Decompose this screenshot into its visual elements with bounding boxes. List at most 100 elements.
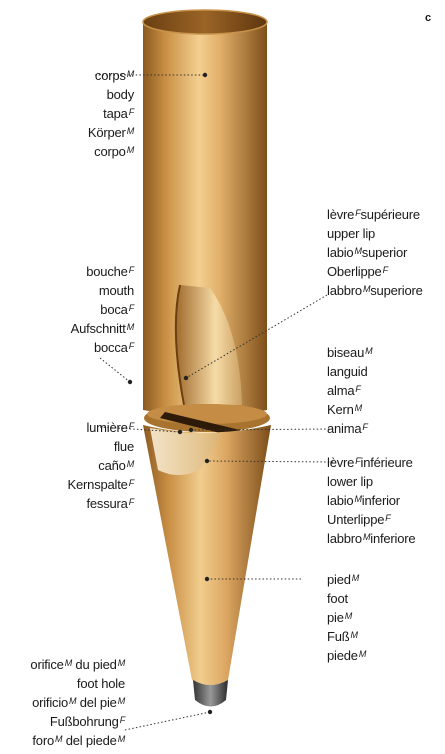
term-text: orificio [32,695,68,710]
term-text: labbro [327,531,362,546]
label-upper-lip-line: OberlippeF [327,262,423,281]
gender-marker: M [118,658,125,668]
term-text: Kernspalte [68,477,128,492]
term-text: bocca [94,340,128,355]
term-tail: del pie [76,695,116,710]
label-languid-line: biseauM [327,343,372,362]
term-text: labio [327,493,353,508]
label-upper-lip-line: labioMsuperior [327,243,423,262]
term-text: pied [327,572,351,587]
label-body-line: body [88,85,134,104]
label-foot-line: piedeM [327,646,366,665]
figure-panel-letter: c [425,12,431,24]
label-lower-lip-line: labbroMinferiore [327,529,415,548]
term-text: upper lip [327,226,375,241]
label-foot-hole-line: orificeM du piedM [30,655,125,674]
label-body-line: tapaF [88,104,134,123]
gender-marker: M [354,246,361,256]
gender-marker: F [129,497,134,507]
term-text: lumière [86,420,127,435]
gender-marker: F [355,384,360,394]
gender-marker: F [129,341,134,351]
gender-marker: F [362,422,367,432]
gender-marker: M [352,573,359,583]
label-flue-line: cañoM [68,456,134,475]
label-languid-line: almaF [327,381,372,400]
label-group-mouth: boucheFmouthbocaFAufschnittMboccaF [71,262,134,357]
term-text: Körper [88,125,126,140]
label-foot-line: piedM [327,570,366,589]
gender-marker: F [129,421,134,431]
term-tail: del piede [62,733,116,748]
gender-marker: M [345,611,352,621]
term-text: Kern [327,402,354,417]
term-text: bouche [86,264,127,279]
term-text: lèvre [327,207,354,222]
gender-marker: M [351,630,358,640]
term-text: foot hole [77,676,125,691]
label-flue-line: KernspalteF [68,475,134,494]
term-tail: superiore [370,283,422,298]
label-mouth-line: boucheF [71,262,134,281]
label-mouth-line: boccaF [71,338,134,357]
term-text: foot [327,591,348,606]
term-text: lèvre [327,455,354,470]
term-text: Aufschnitt [71,321,126,336]
term-text: piede [327,648,358,663]
term-text: labbro [327,283,362,298]
label-foot-hole-line: FußbohrungF [30,712,125,731]
gender-marker: F [355,208,360,218]
label-flue-line: fessuraF [68,494,134,513]
gender-marker: M [118,696,125,706]
term-text: flue [114,439,134,454]
label-lower-lip-line: lower lip [327,472,415,491]
term-text: foro [32,733,54,748]
gender-marker: M [365,346,372,356]
label-foot-hole-line: orificioM del pieM [30,693,125,712]
label-flue-line: lumièreF [68,418,134,437]
gender-marker: M [127,69,134,79]
label-foot-line: foot [327,589,366,608]
gender-marker: M [354,494,361,504]
gender-marker: M [127,126,134,136]
term-text: anima [327,421,361,436]
gender-marker: F [385,513,390,523]
label-lower-lip-line: labioMinferior [327,491,415,510]
term-text: orifice [30,657,63,672]
term-text: Fuß [327,629,350,644]
term-text: Oberlippe [327,264,382,279]
gender-marker: F [383,265,388,275]
label-foot-line: pieM [327,608,366,627]
term-tail: inférieure [361,455,413,470]
gender-marker: M [359,649,366,659]
label-languid-line: animaF [327,419,372,438]
gender-marker: F [129,303,134,313]
term-text: corps [95,68,126,83]
label-upper-lip-line: lèvreFsupérieure [327,205,423,224]
term-text: languid [327,364,368,379]
gender-marker: M [127,459,134,469]
gender-marker: M [355,403,362,413]
term-text: biseau [327,345,364,360]
gender-marker: M [69,696,76,706]
term-tail: inferiore [370,531,415,546]
term-text: body [107,87,134,102]
label-foot-line: FußM [327,627,366,646]
term-text: boca [100,302,127,317]
gender-marker: F [355,456,360,466]
term-tail: inferior [362,493,400,508]
pipe-foot [143,425,271,685]
term-text: tapa [103,106,128,121]
label-foot-hole-line: foroM del piedeM [30,731,125,750]
term-text: pie [327,610,344,625]
label-body-line: corpoM [88,142,134,161]
gender-marker: M [363,284,370,294]
term-text: Unterlippe [327,512,384,527]
label-body-line: KörperM [88,123,134,142]
term-tail: superior [362,245,407,260]
gender-marker: M [65,658,72,668]
gender-marker: F [129,478,134,488]
